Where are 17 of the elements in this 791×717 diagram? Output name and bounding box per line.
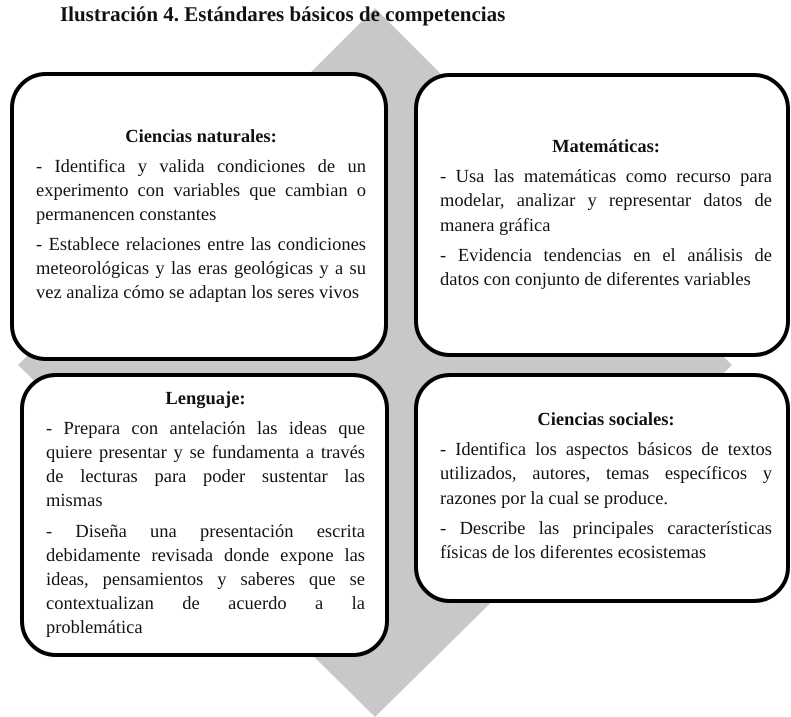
- card-heading: Matemáticas:: [551, 136, 661, 160]
- text-card: [414, 373, 790, 603]
- card-heading: Ciencias naturales:: [124, 126, 278, 149]
- text-card: [414, 73, 790, 357]
- text-card: [10, 72, 388, 361]
- bullet-text: - Identifica los aspectos básicos de textos utilizados, autores, temas específicos y razones por la cual se produce.: [440, 439, 772, 510]
- text-card: [20, 373, 389, 657]
- bullet-text: - Evidencia tendencias en el análisis de datos con conjunto de diferentes variables: [440, 244, 772, 292]
- bullet-text: - Describe las principales características físicas de los diferentes ecosistemas: [440, 518, 772, 565]
- bullet-text: - Establece relaciones entre las condiciones meteorológicas y las eras geológicas y a su vez analiza cómo se adaptan los seres vivos: [36, 234, 366, 306]
- bullet-text: - Diseña una presentación escrita debidamente revisada donde expone las ideas, pensamientos y saberes que se contextualizan de acuerdo a la problemática: [46, 520, 365, 640]
- bullet-text: - Prepara con antelación las ideas que quiere presentar y se fundamenta a través de lecturas para poder sustentar las mismas: [46, 418, 365, 514]
- figure-title: Ilustración 4. Estándares básicos de competencias: [60, 2, 506, 27]
- bullet-text: - Usa las matemáticas como recurso para modelar, analizar y representar datos de manera gráfica: [440, 166, 772, 238]
- bullet-text: - Identifica y valida condiciones de un experimento con variables que cambian o permanencen constantes: [36, 156, 366, 227]
- card-heading: Ciencias sociales:: [536, 409, 676, 432]
- card-heading: Lenguaje:: [164, 388, 247, 412]
